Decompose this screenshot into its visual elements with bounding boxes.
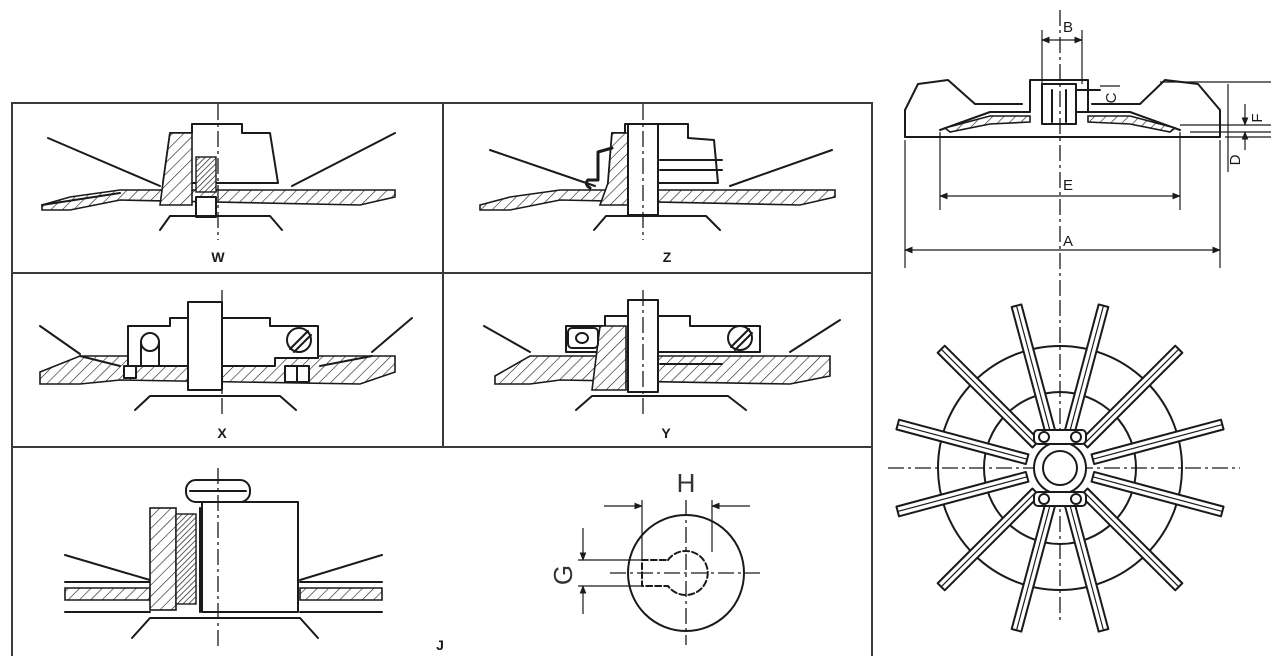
fan-blade-centerline — [897, 476, 1028, 513]
dimension-f-label: F — [1249, 113, 1266, 122]
dimension-e-label: E — [1063, 177, 1073, 194]
dimension-g-label: G — [548, 565, 578, 585]
dimension-h-label: H — [677, 468, 696, 498]
fan-blade-centerline — [1083, 491, 1180, 588]
fan-front-view — [888, 300, 1240, 633]
panel-x-hub-section — [39, 290, 413, 415]
panel-grid-frame — [11, 102, 873, 656]
panel-z-hub-section — [479, 104, 836, 240]
fan-blade-group — [895, 303, 1225, 633]
fan-blade-centerline — [897, 423, 1028, 460]
fan-blade-centerline — [1015, 305, 1052, 436]
dimension-c-label: C — [1103, 92, 1120, 103]
fan-blade-centerline — [1068, 500, 1105, 631]
fan-blade-centerline — [1015, 500, 1052, 631]
dimension-d-label: D — [1227, 154, 1244, 165]
fan-blade-centerline — [1068, 305, 1105, 436]
fan-blade-centerline — [1083, 348, 1180, 445]
panel-x-label: X — [217, 425, 227, 441]
keyway-bore-detail — [578, 500, 760, 645]
fan-blade-centerline — [940, 348, 1037, 445]
fan-blade-centerline — [940, 491, 1037, 588]
fan-blade-centerline — [1092, 423, 1223, 460]
panel-j-hub-section — [64, 468, 383, 648]
panel-z-label: Z — [663, 249, 672, 265]
panel-w-hub-section — [41, 104, 396, 240]
dimension-b-label: B — [1063, 19, 1073, 36]
panel-y-label: Y — [661, 425, 671, 441]
dimension-a-label: A — [1063, 233, 1073, 250]
fan-blade-centerline — [1092, 476, 1223, 513]
fan-side-view — [904, 10, 1271, 300]
panel-w-label: W — [211, 249, 225, 265]
panel-y-hub-section — [483, 290, 841, 415]
panel-j-label: J — [436, 637, 444, 653]
